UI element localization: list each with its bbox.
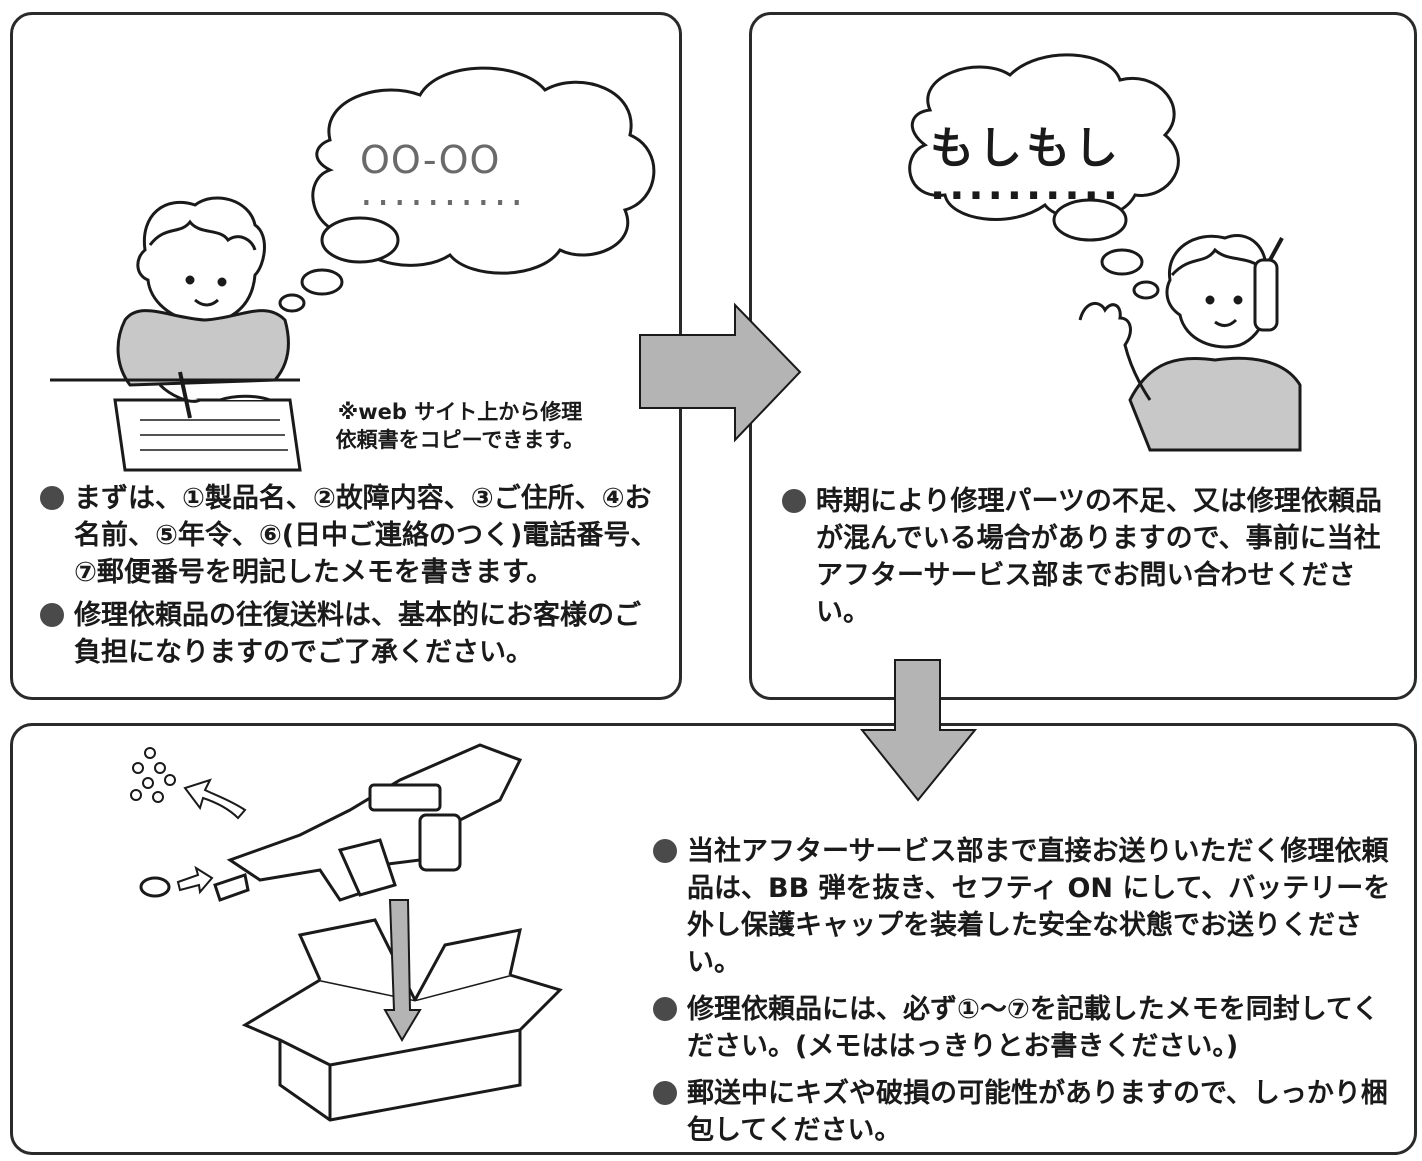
down-arrow-into-box xyxy=(383,899,422,1042)
note-line-1: ※web サイト上から修理 xyxy=(337,400,583,424)
bubble-text-1: OO-OO .......... xyxy=(360,138,528,215)
bullet-text: 時期により修理パーツの不足、又は修理依頼品が混んでいる場合がありますので、事前に… xyxy=(816,486,1382,628)
bubble-dots: .......... xyxy=(930,163,1122,209)
bullet-text: 修理依頼品には、必ず①〜⑦を記載したメモを同封してください。(メモははっきりとお… xyxy=(687,994,1380,1062)
step3-bullets: 当社アフターサービス部まで直接お送りいただく修理依頼品は、BB 弾を抜き、セフテ… xyxy=(653,833,1403,1159)
bubble-text-2: もしもし .......... xyxy=(930,112,1122,209)
step1-bullets: まずは、①製品名、②故障内容、③ご住所、④お名前、⑤年令、⑥(日中ご連絡のつく)… xyxy=(40,480,660,677)
bb-pellets-icon xyxy=(130,747,176,803)
bullet-item: まずは、①製品名、②故障内容、③ご住所、④お名前、⑤年令、⑥(日中ご連絡のつく)… xyxy=(40,480,660,591)
bullet-text: まずは、①製品名、②故障内容、③ご住所、④お名前、⑤年令、⑥(日中ご連絡のつく)… xyxy=(74,483,658,588)
thought-bubble-2 xyxy=(908,53,1180,300)
bullet-text: 当社アフターサービス部まで直接お送りいただく修理依頼品は、BB 弾を抜き、セフテ… xyxy=(687,836,1391,978)
bullet-dot-icon xyxy=(653,839,677,863)
arrow-right xyxy=(639,302,802,443)
bullet-item: 時期により修理パーツの不足、又は修理依頼品が混んでいる場合がありますので、事前に… xyxy=(782,483,1402,631)
small-arrow-icon xyxy=(176,865,214,895)
cardboard-box-illustration xyxy=(241,918,563,1122)
bullet-text: 修理依頼品の往復送料は、基本的にお客様のご負担になりますのでご了承ください。 xyxy=(74,600,641,668)
web-note: ※web サイト上から修理 依頼書をコピーできます。 xyxy=(290,398,630,454)
bullet-dot-icon xyxy=(40,603,64,627)
curved-arrow-icon xyxy=(183,778,247,820)
bullet-dot-icon xyxy=(653,1081,677,1105)
bubble-code: OO-OO xyxy=(360,138,501,182)
airsoft-gun-illustration xyxy=(139,743,523,902)
boy-phone-illustration xyxy=(1078,234,1302,452)
arrow-down xyxy=(859,659,978,802)
thought-bubble-1 xyxy=(278,66,656,313)
bullet-item: 修理依頼品には、必ず①〜⑦を記載したメモを同封してください。(メモははっきりとお… xyxy=(653,991,1403,1065)
bullet-item: 修理依頼品の往復送料は、基本的にお客様のご負担になりますのでご了承ください。 xyxy=(40,597,660,671)
step3-panel xyxy=(10,723,1417,1155)
bubble-moshimoshi: もしもし xyxy=(930,123,1122,174)
bullet-item: 郵送中にキズや破損の可能性がありますので、しっかり梱包してください。 xyxy=(653,1075,1403,1149)
bullet-dot-icon xyxy=(653,997,677,1021)
note-line-2: 依頼書をコピーできます。 xyxy=(335,428,585,452)
bullet-dot-icon xyxy=(782,489,806,513)
bubble-dots: .......... xyxy=(360,169,528,215)
step2-bullets: 時期により修理パーツの不足、又は修理依頼品が混んでいる場合がありますので、事前に… xyxy=(782,483,1402,631)
bullet-dot-icon xyxy=(40,486,64,510)
bullet-text: 郵送中にキズや破損の可能性がありますので、しっかり梱包してください。 xyxy=(687,1078,1388,1146)
boy-writing-illustration xyxy=(50,196,302,472)
bullet-item: 当社アフターサービス部まで直接お送りいただく修理依頼品は、BB 弾を抜き、セフテ… xyxy=(653,833,1403,981)
